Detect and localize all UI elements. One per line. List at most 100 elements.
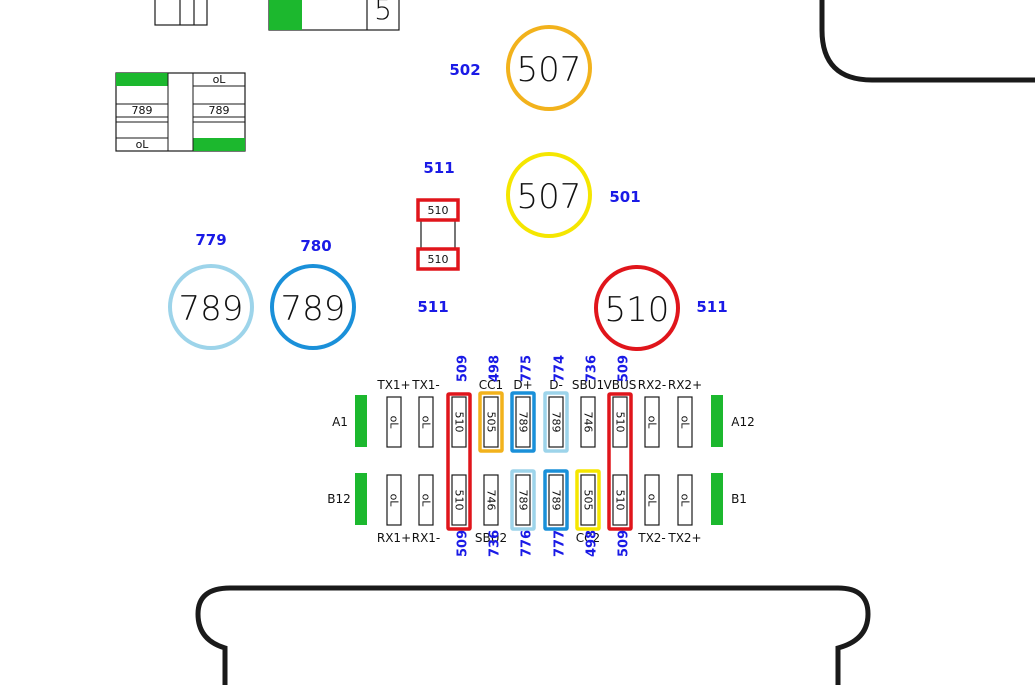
pin-value: 789 — [517, 490, 530, 511]
chip-cell-mr: 789 — [209, 104, 230, 117]
highlight-bottom-7 — [575, 469, 601, 531]
pin-name: RX1+ — [377, 531, 411, 545]
pin-top_row-5: 789 — [515, 396, 531, 448]
pin-value: 505 — [485, 412, 498, 433]
pin-value: oL — [420, 416, 433, 430]
chip-cell-tr: oL — [213, 73, 227, 86]
pin-name: TX2- — [637, 531, 666, 545]
pin-top_row-1: oL — [386, 396, 402, 448]
pin-value: 746 — [582, 412, 595, 433]
pin-value: oL — [679, 416, 692, 430]
pin-value: oL — [646, 494, 659, 508]
highlight-bottom-5 — [510, 469, 536, 531]
pin-top_row-8: 510 — [612, 396, 628, 448]
side-label-a12: A12 — [731, 415, 754, 429]
small-part-top: 510 — [428, 204, 449, 217]
pin-ref-label: 509 — [617, 355, 632, 382]
pin-value: oL — [420, 494, 433, 508]
ref-label: 511 — [696, 298, 727, 316]
pin-ref-label: 775 — [520, 355, 535, 382]
pin-value: 510 — [614, 412, 627, 433]
circle-value: 789 — [281, 289, 346, 329]
pin-ref-label: 509 — [617, 530, 632, 557]
pin-value: oL — [388, 416, 401, 430]
ref-label: 501 — [609, 188, 640, 206]
pin-name: RX2+ — [668, 378, 702, 392]
pin-ref-label: 774 — [553, 355, 568, 382]
pin-top_row-6: 789 — [548, 396, 564, 448]
pin-bottom_row-7: 505 — [580, 474, 596, 526]
usb-c-connector: A1 A12 B12 B1 oLTX1+oLTX1-510509505CC149… — [327, 355, 755, 557]
pin-value: 746 — [485, 490, 498, 511]
pin-ref-label: 776 — [520, 530, 535, 557]
circle-value: 507 — [517, 50, 582, 90]
pin-name: RX2- — [638, 378, 667, 392]
pin-value: 510 — [614, 490, 627, 511]
top-left-fragment: 5 — [154, 0, 400, 31]
pin-name: D+ — [513, 378, 532, 392]
pin-bottom_row-2: oL — [418, 474, 434, 526]
green-pad-b1 — [711, 473, 723, 525]
pin-name: SBU2 — [475, 531, 507, 545]
chip-left: oL 789 789 oL — [115, 72, 246, 152]
pin-name: VBUS — [604, 378, 637, 392]
highlight-red-col-3 — [446, 392, 472, 531]
side-label-b12: B12 — [327, 492, 351, 506]
pin-name: D- — [549, 378, 563, 392]
pin-name: RX1- — [412, 531, 441, 545]
pin-top_row-9: oL — [644, 396, 660, 448]
circle-501: 507 — [506, 152, 592, 238]
pin-name: CC2 — [576, 531, 600, 545]
circle-value: 507 — [517, 177, 582, 217]
ref-label: 780 — [300, 237, 331, 255]
pin-ref-label: 736 — [488, 530, 503, 557]
pin-value: 789 — [550, 490, 563, 511]
green-pad-a1 — [355, 395, 367, 447]
pin-ref-label: 509 — [456, 355, 471, 382]
pin-bottom_row-5: 789 — [515, 474, 531, 526]
side-label-b1: B1 — [731, 492, 747, 506]
fragment-digit: 5 — [374, 0, 392, 26]
pin-bottom_row-9: oL — [644, 474, 660, 526]
pin-top_row-4: 505 — [483, 396, 499, 448]
pin-name: CC1 — [479, 378, 503, 392]
pin-name: TX1- — [411, 378, 440, 392]
highlight-bottom-6 — [543, 469, 569, 531]
small-part-bottom: 510 — [428, 253, 449, 266]
chip-cell-bl: oL — [136, 138, 150, 151]
pin-ref-label: 509 — [456, 530, 471, 557]
top-right-outline — [819, 0, 1035, 83]
highlight-top-4 — [478, 391, 504, 453]
circle-511: 510 — [594, 265, 680, 351]
pin-ref-label: 498 — [488, 355, 503, 382]
pin-value: 510 — [453, 490, 466, 511]
pin-value: oL — [388, 494, 401, 508]
pin-value: 789 — [517, 412, 530, 433]
pin-name: SBU1 — [572, 378, 604, 392]
pin-value: oL — [646, 416, 659, 430]
side-label-a1: A1 — [332, 415, 348, 429]
ref-label: 502 — [449, 61, 480, 79]
pin-top_row-10: oL — [677, 396, 693, 448]
pin-value: 505 — [582, 490, 595, 511]
circle-value: 510 — [605, 290, 670, 330]
pin-name: TX2+ — [667, 531, 701, 545]
circle-502: 507 — [506, 25, 592, 111]
pin-bottom_row-10: oL — [677, 474, 693, 526]
pin-ref-label: 736 — [585, 355, 600, 382]
highlight-top-5 — [510, 391, 536, 453]
pin-bottom_row-6: 789 — [548, 474, 564, 526]
pin-bottom_row-4: 746 — [483, 474, 499, 526]
ref-label: 511 — [423, 159, 454, 177]
pin-value: 510 — [453, 412, 466, 433]
circle-779: 789 — [168, 264, 254, 350]
pin-value: 789 — [550, 412, 563, 433]
ref-label: 511 — [417, 298, 448, 316]
highlight-red-col-8 — [607, 392, 633, 531]
pin-ref-label: 498 — [585, 530, 600, 557]
pin-value: oL — [679, 494, 692, 508]
small-part: 510 510 — [416, 198, 460, 271]
pin-ref-label: 777 — [553, 530, 568, 557]
pin-top_row-2: oL — [418, 396, 434, 448]
